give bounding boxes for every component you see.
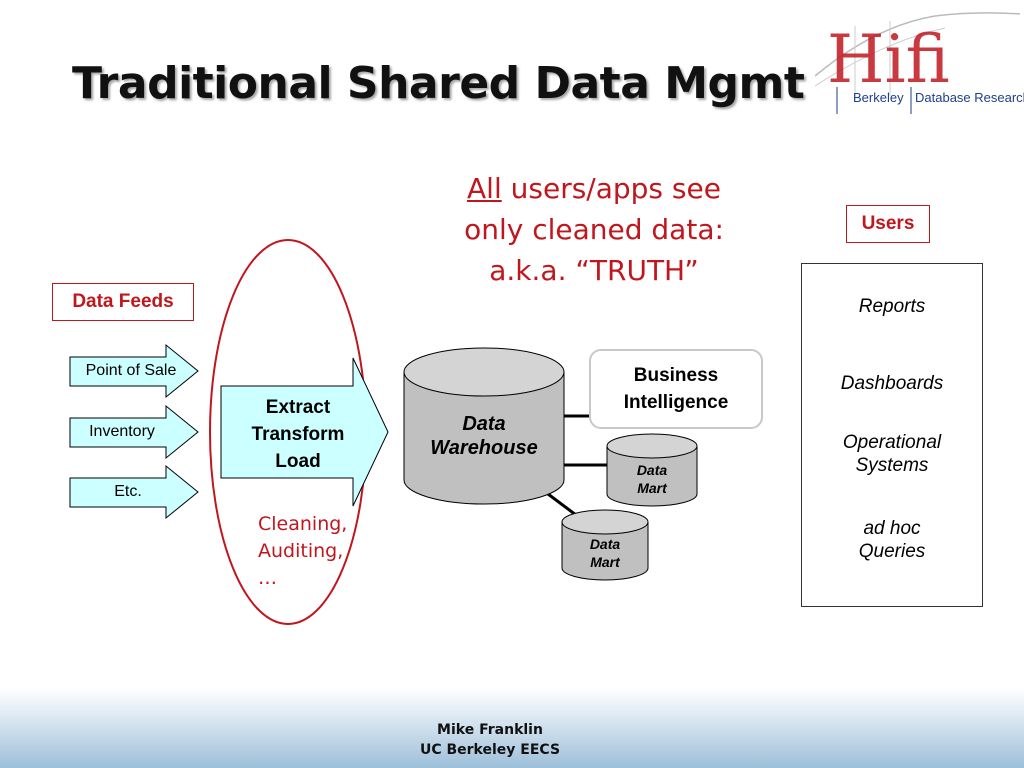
cleaning-line2: Auditing, bbox=[258, 540, 344, 562]
user-item-reports: Reports bbox=[802, 295, 982, 318]
user-item-dashboards: Dashboards bbox=[802, 372, 982, 395]
logo-right-text: Database Research bbox=[915, 90, 1024, 105]
users-panel: Reports Dashboards Operational Systems a… bbox=[801, 263, 983, 607]
bi-line2: Intelligence bbox=[623, 392, 729, 413]
footer-author: Mike Franklin bbox=[437, 722, 543, 738]
footer-band bbox=[0, 688, 1024, 768]
feed-inventory: Inventory bbox=[89, 423, 155, 440]
user-item-dashboards-text: Dashboards bbox=[840, 373, 944, 394]
user-item-adhoc-queries: ad hoc Queries bbox=[802, 517, 982, 563]
user-item-operational-line1: Operational bbox=[842, 432, 942, 453]
etl-transform: Transform bbox=[251, 424, 345, 445]
warehouse-line2: Warehouse bbox=[430, 437, 538, 459]
feed-point-of-sale: Point of Sale bbox=[85, 362, 177, 379]
feed-arrow-inventory bbox=[69, 404, 199, 460]
slide-title: Traditional Shared Data Mgmt bbox=[72, 58, 805, 109]
logo-left-text: Berkeley bbox=[853, 90, 904, 105]
callout-line1: users/apps see bbox=[501, 172, 721, 205]
user-item-adhoc-line1: ad hoc bbox=[863, 518, 921, 539]
truth-callout: All users/apps see only cleaned data: a.… bbox=[418, 168, 770, 291]
user-item-adhoc-line2: Queries bbox=[858, 541, 926, 562]
feed-etc: Etc. bbox=[114, 483, 142, 500]
footer-affiliation: UC Berkeley EECS bbox=[419, 742, 561, 758]
mart2-line2: Mart bbox=[590, 554, 620, 570]
data-mart-label-2: Data Mart bbox=[562, 535, 648, 571]
data-mart-cylinder-1 bbox=[606, 433, 698, 507]
data-feeds-label: Data Feeds bbox=[52, 283, 194, 321]
cleaning-line1: Cleaning, bbox=[258, 513, 348, 535]
callout-all: All bbox=[467, 172, 502, 205]
data-warehouse-cylinder bbox=[403, 347, 565, 505]
etl-arrow bbox=[220, 357, 389, 507]
callout-line3: a.k.a. “TRUTH” bbox=[489, 254, 699, 287]
etl-extract: Extract bbox=[265, 397, 331, 418]
footer-text: Mike Franklin UC Berkeley EECS bbox=[0, 720, 980, 760]
cleaning-line3: … bbox=[258, 567, 277, 589]
feed-arrow-etc bbox=[69, 464, 199, 520]
bi-line1: Business bbox=[633, 365, 719, 386]
users-label: Users bbox=[846, 205, 930, 243]
user-item-operational-systems: Operational Systems bbox=[802, 431, 982, 477]
mart2-line1: Data bbox=[589, 536, 621, 552]
cleaning-text: Cleaning, Auditing, … bbox=[258, 511, 378, 592]
etl-label: Extract Transform Load bbox=[226, 394, 370, 475]
bi-label: Business Intelligence bbox=[624, 362, 729, 416]
data-mart-cylinder-2 bbox=[561, 509, 649, 581]
data-warehouse-label: Data Warehouse bbox=[404, 412, 564, 460]
user-item-reports-text: Reports bbox=[858, 296, 926, 317]
business-intelligence-box: Business Intelligence bbox=[589, 349, 763, 429]
mart1-line1: Data bbox=[636, 462, 668, 478]
user-item-operational-line2: Systems bbox=[855, 455, 929, 476]
data-mart-label-1: Data Mart bbox=[607, 461, 697, 497]
feed-arrow-point-of-sale bbox=[69, 343, 199, 399]
logo-mark: Hifi bbox=[827, 21, 950, 98]
hifi-logo: Hifi Berkeley Database Research bbox=[815, 12, 1024, 114]
mart1-line2: Mart bbox=[637, 480, 667, 496]
warehouse-line1: Data bbox=[462, 413, 506, 435]
etl-load: Load bbox=[275, 451, 321, 472]
callout-line2: only cleaned data: bbox=[464, 213, 724, 246]
